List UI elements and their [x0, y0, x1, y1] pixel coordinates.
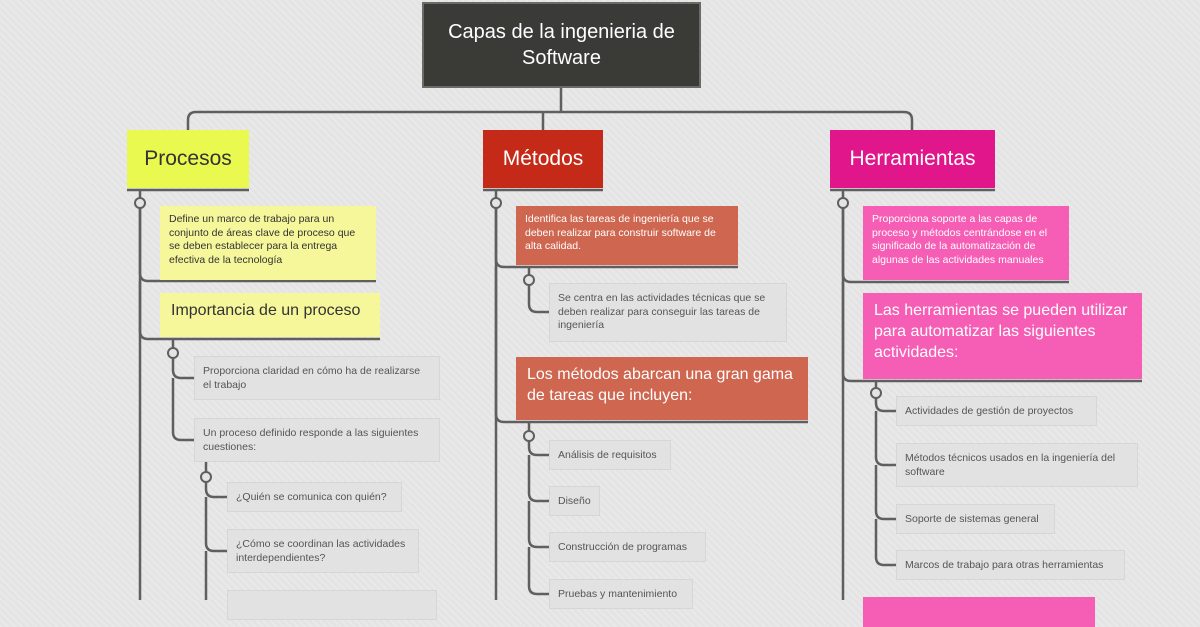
topic-title: Procesos: [144, 147, 232, 171]
topic-herramientas[interactable]: Herramientas: [830, 130, 995, 188]
root-topic[interactable]: Capas de la ingenieria de Software: [422, 2, 701, 88]
metodos-tasks-title[interactable]: Los métodos abarcan una gran gama de tar…: [516, 357, 808, 420]
topic-title: Métodos: [502, 147, 584, 171]
herramientas-clipped-node[interactable]: [863, 597, 1095, 627]
list-item[interactable]: Pruebas y mantenimiento: [549, 579, 693, 609]
list-item[interactable]: Análisis de requisitos: [549, 440, 671, 470]
herramientas-uses-title[interactable]: Las herramientas se pueden utilizar para…: [863, 293, 1142, 379]
list-item[interactable]: Diseño: [549, 486, 600, 516]
topic-title: Herramientas: [849, 147, 976, 171]
list-item[interactable]: ¿Cómo se coordinan las actividades inter…: [227, 529, 419, 573]
list-item[interactable]: Se centra en las actividades técnicas qu…: [549, 283, 787, 342]
topic-metodos[interactable]: Métodos: [483, 130, 603, 188]
list-item[interactable]: Soporte de sistemas general: [896, 504, 1055, 534]
metodos-definition[interactable]: Identifica las tareas de ingeniería que …: [516, 206, 738, 265]
procesos-definition[interactable]: Define un marco de trabajo para un conju…: [160, 206, 376, 280]
list-item[interactable]: Marcos de trabajo para otras herramienta…: [896, 550, 1125, 580]
herramientas-definition[interactable]: Proporciona soporte a las capas de proce…: [863, 206, 1069, 280]
list-item-clipped[interactable]: [227, 590, 437, 620]
importancia-proceso[interactable]: Importancia de un proceso: [160, 293, 380, 337]
list-item[interactable]: Construcción de programas: [549, 532, 706, 562]
list-item[interactable]: Actividades de gestión de proyectos: [896, 396, 1097, 426]
topic-procesos[interactable]: Procesos: [127, 130, 249, 188]
list-item[interactable]: Proporciona claridad en cómo ha de reali…: [194, 356, 440, 400]
connector-lines: [127, 88, 1142, 600]
root-title: Capas de la ingenieria de Software: [448, 21, 675, 69]
list-item[interactable]: Un proceso definido responde a las sigui…: [194, 418, 440, 462]
list-item[interactable]: Métodos técnicos usados en la ingeniería…: [896, 443, 1138, 487]
list-item[interactable]: ¿Quién se comunica con quién?: [227, 482, 402, 512]
